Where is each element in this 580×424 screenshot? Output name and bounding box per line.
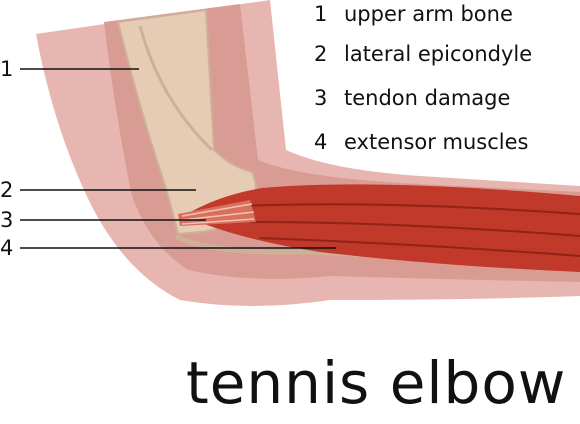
tendon-strand-2	[181, 211, 255, 221]
legend-number: 4	[314, 130, 328, 154]
muscle-fiber-1	[239, 203, 580, 215]
legend-item-2: 2 lateral epicondyle	[314, 42, 532, 66]
legend-item-4: 4 extensor muscles	[314, 130, 529, 154]
legend-item-3: 3 tendon damage	[314, 86, 510, 110]
marker-4: 4	[0, 236, 14, 260]
marker-3: 3	[0, 208, 14, 232]
legend-label: lateral epicondyle	[344, 42, 533, 66]
legend-number: 3	[314, 86, 328, 110]
legend-label: extensor muscles	[344, 130, 529, 154]
muscle-fiber-2	[249, 221, 580, 237]
legend-number: 2	[314, 42, 328, 66]
legend-label: upper arm bone	[344, 2, 513, 26]
tendon-strand-3	[181, 218, 255, 225]
legend-item-1: 1 upper arm bone	[314, 2, 513, 26]
marker-2: 2	[0, 178, 14, 202]
diagram-title: tennis elbow	[186, 349, 567, 417]
legend-label: tendon damage	[344, 86, 511, 110]
bone-ridge	[138, 25, 214, 152]
marker-1: 1	[0, 57, 14, 81]
muscle-fiber-3	[259, 237, 580, 257]
legend-number: 1	[314, 2, 328, 26]
tendon-strand-1	[181, 203, 253, 217]
